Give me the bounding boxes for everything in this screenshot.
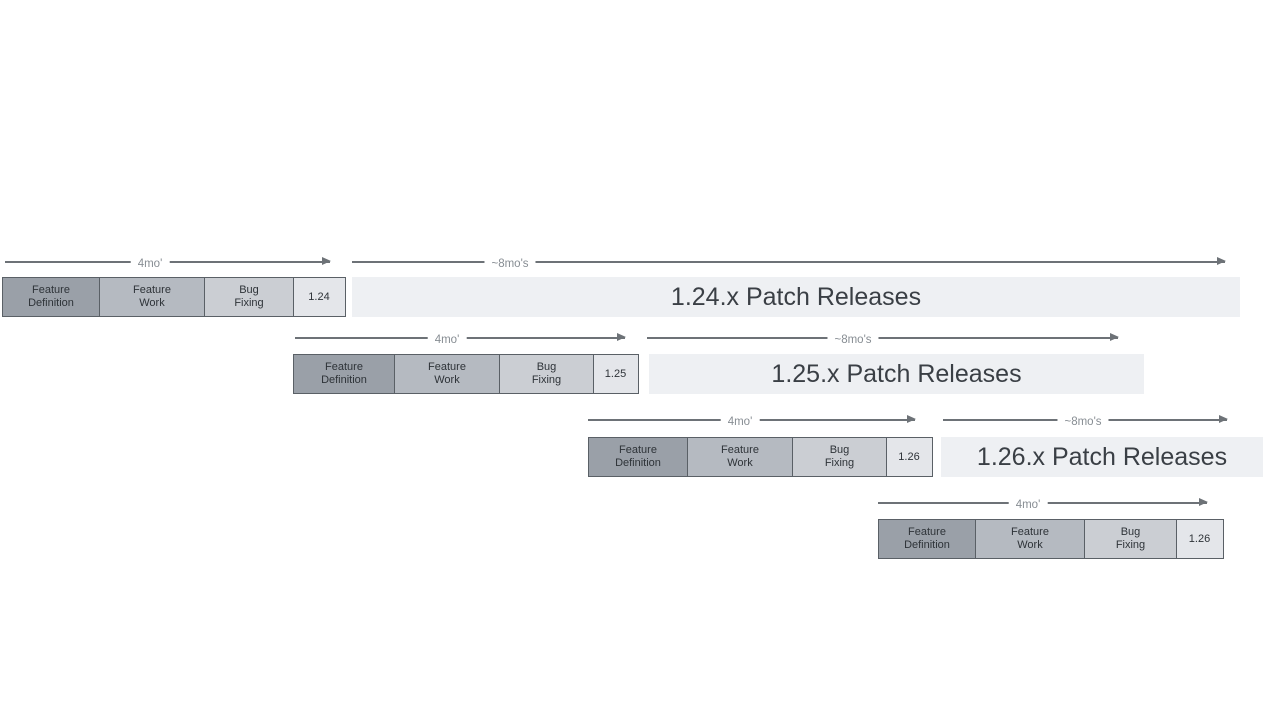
cycle-duration-arrow-1-26: 4mo' [588, 414, 916, 429]
arrowhead-icon [1110, 333, 1119, 342]
cycle-duration-label: 4mo' [1008, 498, 1048, 512]
arrowhead-icon [907, 415, 916, 424]
arrow-line [647, 337, 1118, 339]
release-cycle-strip-1-26: Feature Definition Feature Work Bug Fixi… [588, 437, 933, 477]
phase-feature-work: Feature Work [974, 519, 1086, 559]
patch-releases-bar-1-25: 1.25.x Patch Releases [649, 354, 1144, 394]
release-cycle-strip-1-24: Feature Definition Feature Work Bug Fixi… [2, 277, 346, 317]
arrowhead-icon [322, 257, 331, 266]
release-cycle-strip-next: Feature Definition Feature Work Bug Fixi… [878, 519, 1224, 559]
cycle-duration-label: 4mo' [130, 257, 170, 271]
phase-bug-fixing: Bug Fixing [1084, 519, 1177, 559]
patch-duration-arrow-1-24: ~8mo's [352, 256, 1226, 271]
cycle-duration-label: 4mo' [427, 333, 467, 347]
phase-feature-work: Feature Work [686, 437, 794, 477]
arrow-line [352, 261, 1225, 263]
version-box: 1.25 [592, 354, 639, 394]
patch-duration-arrow-1-26: ~8mo's [943, 414, 1228, 429]
patch-duration-arrow-1-25: ~8mo's [647, 332, 1119, 347]
cycle-duration-label: 4mo' [720, 415, 760, 429]
phase-bug-fixing: Bug Fixing [792, 437, 887, 477]
phase-feature-definition: Feature Definition [2, 277, 100, 317]
phase-feature-work: Feature Work [98, 277, 206, 317]
arrowhead-icon [1217, 257, 1226, 266]
arrowhead-icon [617, 333, 626, 342]
patch-releases-bar-1-24: 1.24.x Patch Releases [352, 277, 1240, 317]
version-box: 1.26 [885, 437, 933, 477]
arrowhead-icon [1199, 498, 1208, 507]
phase-bug-fixing: Bug Fixing [204, 277, 294, 317]
patch-duration-label: ~8mo's [1057, 415, 1109, 429]
patch-releases-bar-1-26: 1.26.x Patch Releases [941, 437, 1263, 477]
phase-feature-work: Feature Work [393, 354, 501, 394]
phase-bug-fixing: Bug Fixing [499, 354, 594, 394]
version-box: 1.24 [292, 277, 346, 317]
patch-duration-label: ~8mo's [484, 257, 536, 271]
patch-duration-label: ~8mo's [827, 333, 879, 347]
cycle-duration-arrow-1-25: 4mo' [295, 332, 626, 347]
cycle-duration-arrow-next: 4mo' [878, 497, 1208, 512]
cycle-duration-arrow-1-24: 4mo' [5, 256, 331, 271]
phase-feature-definition: Feature Definition [878, 519, 976, 559]
version-box: 1.26 [1175, 519, 1224, 559]
phase-feature-definition: Feature Definition [588, 437, 688, 477]
release-cycle-strip-1-25: Feature Definition Feature Work Bug Fixi… [293, 354, 639, 394]
arrowhead-icon [1219, 415, 1228, 424]
phase-feature-definition: Feature Definition [293, 354, 395, 394]
